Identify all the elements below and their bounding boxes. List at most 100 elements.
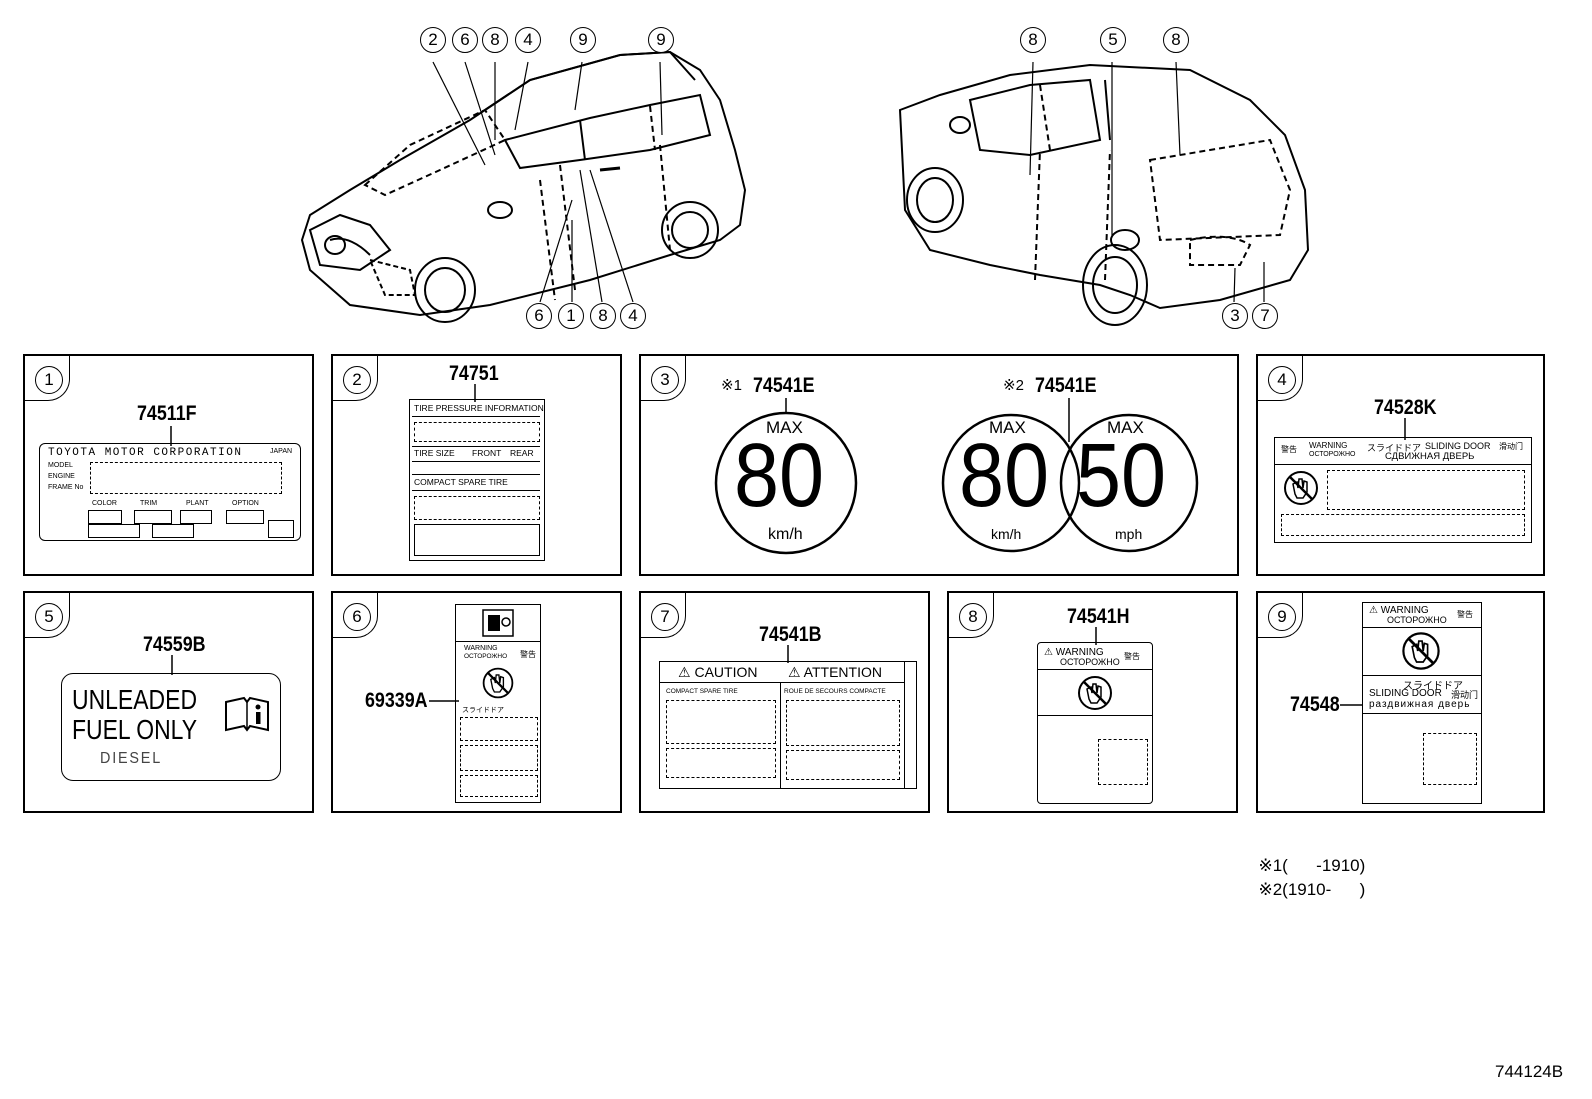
panel-number: 2 (343, 366, 371, 394)
col-color: COLOR (92, 500, 117, 507)
warn-jp: 警告 (1457, 610, 1473, 619)
warn-ru: ОСТОРОЖНО (1387, 615, 1447, 625)
slide-jp: スライドドア (1367, 443, 1422, 453)
col-trim: TRIM (140, 500, 158, 507)
text-block (1423, 733, 1477, 785)
footnote-2-text: (1910- ) (1282, 880, 1366, 899)
child-lock-icon (482, 609, 514, 637)
callout-front-1: 1 (558, 303, 584, 329)
speed-80-b: 80 (959, 426, 1050, 526)
panel-9: 9 74548 ⚠ WARNING ОСТОРОЖНО 警告 スライドドア SL… (1256, 591, 1545, 813)
text-block-1 (460, 717, 538, 741)
warning-en: WARNING (1309, 441, 1348, 450)
warn-ru: ОСТОРОЖНО (464, 653, 508, 660)
slide-jp: スライドドア (1403, 681, 1463, 692)
no-hand-icon (1284, 471, 1318, 505)
text-box-1 (1327, 470, 1525, 510)
panel-number: 6 (343, 603, 371, 631)
text-block-3 (460, 775, 538, 797)
slide-jp: スライドドア (462, 707, 504, 714)
right-text-a (786, 700, 900, 746)
caution-text: ⚠ CAUTION (678, 664, 758, 680)
callout-rear-5: 5 (1100, 27, 1126, 53)
fuel-line2: FUEL ONLY (72, 714, 198, 745)
callout-front-6b: 6 (526, 303, 552, 329)
speed-labels-svg (714, 398, 1199, 555)
text-block-2 (460, 745, 538, 771)
slide-en: SLIDING DOOR (1425, 441, 1491, 451)
slide-en: SLIDING DOOR (1369, 688, 1442, 699)
box-a (88, 510, 122, 524)
caution-label: ⚠ CAUTION ⚠ ATTENTION COMPACT SPARE TIRE… (659, 661, 917, 789)
leader-line (1404, 418, 1406, 440)
front-car-illustration (300, 50, 747, 323)
column-divider (780, 682, 781, 788)
speed-80-a: 80 (734, 426, 825, 526)
divider (1363, 627, 1481, 628)
panel-tab (1256, 354, 1303, 401)
no-hand-icon (1402, 632, 1440, 670)
divider-3 (1363, 713, 1481, 714)
warn-jp: 警告 (520, 650, 536, 659)
header-row (1275, 438, 1531, 465)
attention-text: ⚠ ATTENTION (788, 664, 882, 680)
footnote-2: ※2(1910- ) (1249, 860, 1365, 900)
text-block (1098, 739, 1148, 785)
callout-front-9a: 9 (570, 27, 596, 53)
tp-spare: COMPACT SPARE TIRE (414, 477, 508, 487)
panel-3: 3 ※1 74541E ※2 74541E MAX 80 km/h MAX 80… (639, 354, 1239, 576)
col-plant: PLANT (186, 500, 209, 507)
part-number-b: 74541E (1035, 374, 1097, 397)
part-number: 74559B (143, 633, 206, 656)
callout-front-9b: 9 (648, 27, 674, 53)
row-engine: ENGINE (48, 473, 75, 480)
spare-box (414, 496, 540, 520)
spare-header: COMPACT SPARE TIRE (412, 476, 540, 491)
slide-ru: раздвижная дверь (1369, 699, 1471, 710)
warn-en: ⚠ WARNING (1044, 647, 1104, 658)
value-row (412, 462, 540, 475)
right-header: ROUE DE SECOURS COMPACTE (784, 688, 886, 695)
panel-tab (1256, 591, 1303, 638)
row-frame: FRAME No (48, 484, 84, 491)
panel-tab (639, 354, 686, 401)
panel-5: 5 74559B UNLEADED FUEL ONLY DIESEL (23, 591, 314, 813)
left-text-b (666, 748, 776, 778)
panel-number: 8 (959, 603, 987, 631)
bottom-box (414, 524, 540, 556)
callout-front-8: 8 (482, 27, 508, 53)
max-label-1: MAX (766, 418, 803, 437)
footnote-1: ※1( -1910) (1249, 836, 1365, 876)
max-label-2: MAX (989, 418, 1026, 437)
divider (1038, 669, 1152, 670)
warn-jp: 警告 (1124, 652, 1140, 661)
part-number-a: 74541E (753, 374, 815, 397)
panel-number: 5 (35, 603, 63, 631)
slide-ru: СДВИЖНАЯ ДВЕРЬ (1385, 451, 1475, 462)
vin-label: TOYOTA MOTOR CORPORATION JAPAN MODEL ENG… (39, 443, 301, 541)
divider-2 (1038, 715, 1152, 716)
part-number: 74511F (137, 402, 197, 425)
warning-label: ⚠ WARNING ОСТОРОЖНО 警告 (1037, 642, 1153, 804)
box-g (268, 520, 294, 538)
country: JAPAN (270, 448, 293, 455)
hdr-rear: REAR (510, 448, 534, 458)
note-mark-2: ※2 (1003, 377, 1024, 394)
footnote-1-mark: ※1 (1258, 856, 1283, 875)
maker-name: TOYOTA MOTOR CORPORATION (48, 447, 243, 459)
door-warning-label-9: ⚠ WARNING ОСТОРОЖНО 警告 スライドドア SLIDING DO… (1362, 602, 1482, 804)
leader-line (171, 655, 173, 675)
callout-rear-8b: 8 (1163, 27, 1189, 53)
callout-front-2: 2 (420, 27, 446, 53)
side-strip (904, 662, 917, 788)
caution-word: CAUTION (694, 664, 758, 680)
slide-zh: 滑动门 (1451, 690, 1479, 700)
panel-8: 8 74541H ⚠ WARNING ОСТОРОЖНО 警告 (947, 591, 1238, 813)
warn-word: WARNING (1055, 647, 1104, 658)
warn-ru: ОСТОРОЖНО (1060, 657, 1120, 667)
panel-2: 2 74751 TIRE PRESSURE INFORMATION TIRE S… (331, 354, 622, 576)
rear-car-illustration (898, 61, 1310, 326)
leader-line (1340, 704, 1362, 706)
panel-number: 7 (651, 603, 679, 631)
sliding-door-label: 警告 WARNING ОСТОРОЖНО スライドドア SLIDING DOOR… (1274, 437, 1532, 543)
